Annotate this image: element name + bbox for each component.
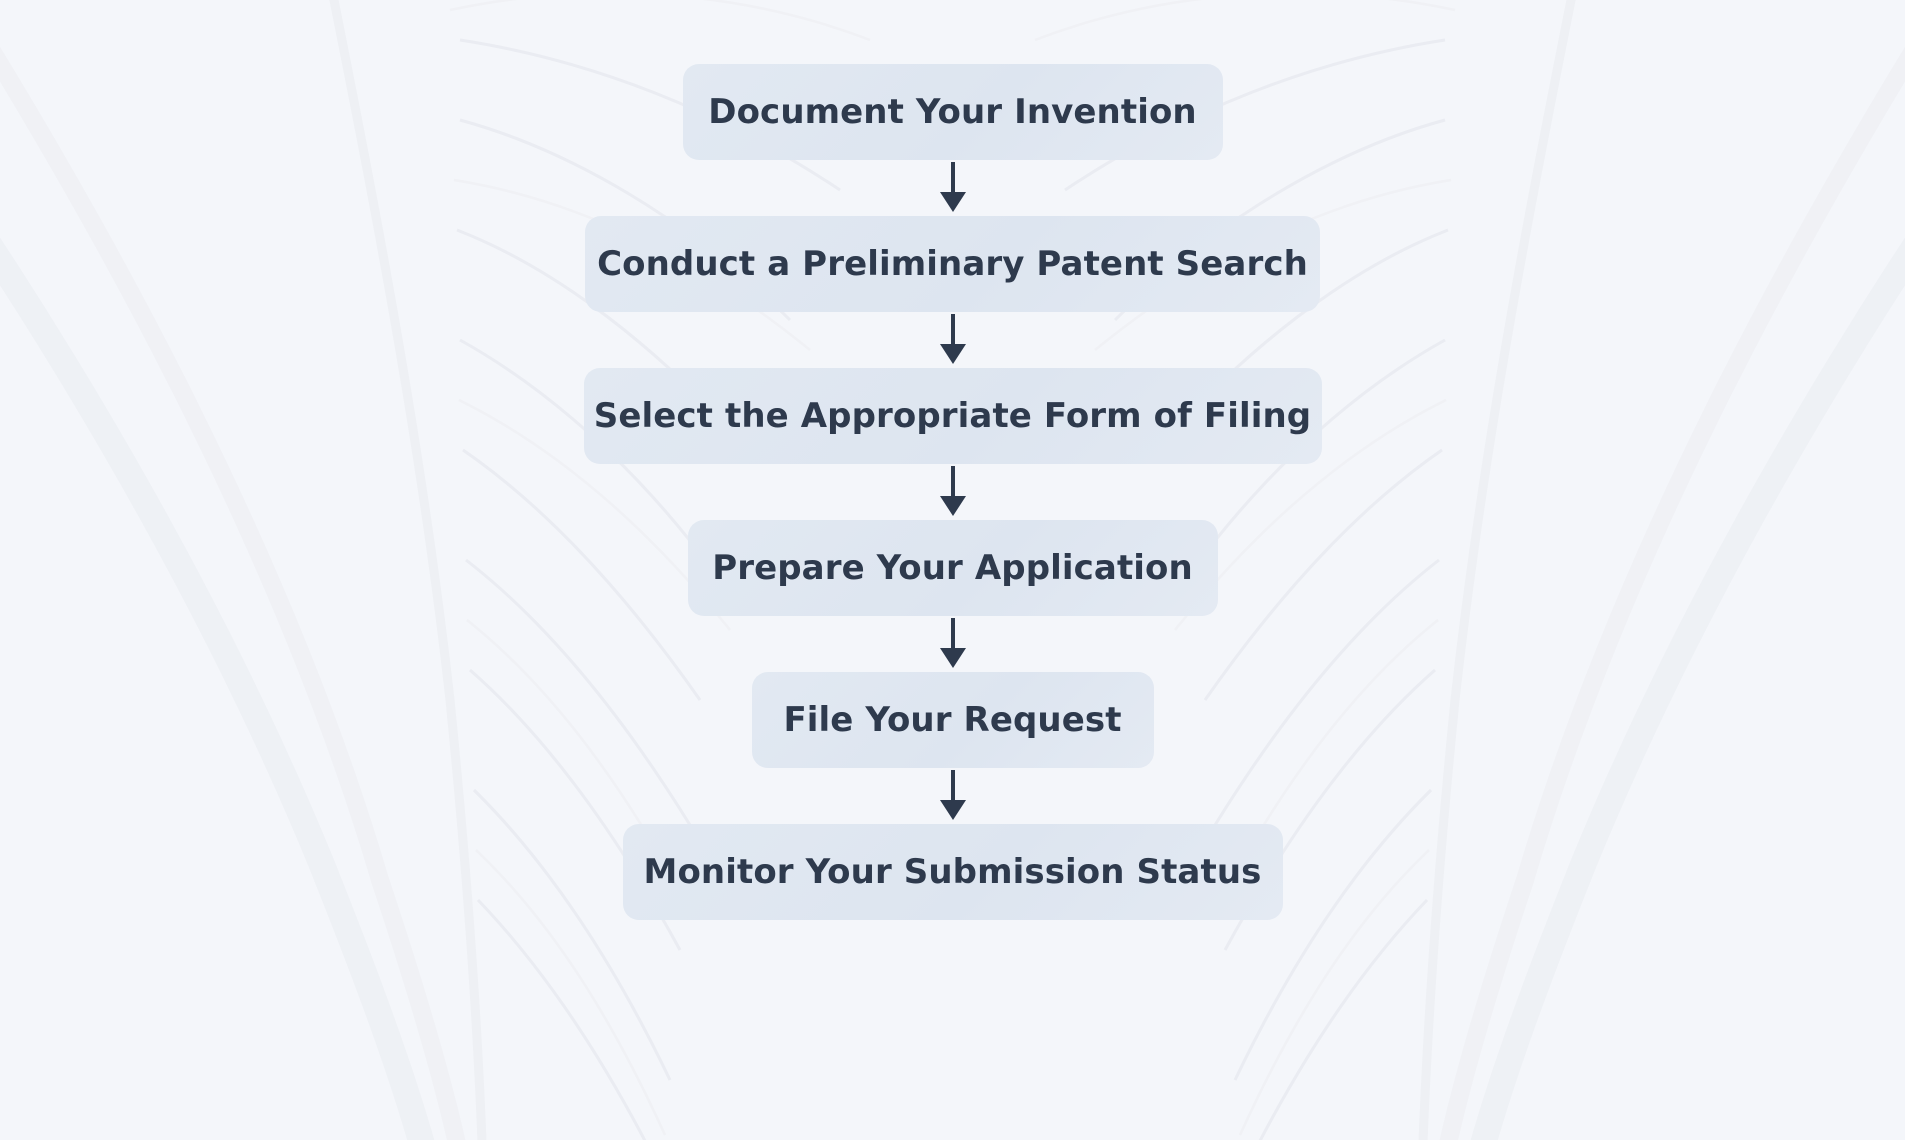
flow-node-6[interactable]: Monitor Your Submission Status — [622, 824, 1283, 920]
arrow-down-icon — [939, 466, 966, 516]
arrow-down-icon — [939, 162, 966, 212]
flow-node-5[interactable]: File Your Request — [751, 672, 1154, 768]
arrow-down-icon — [939, 770, 966, 820]
flow-connector-2 — [938, 312, 968, 368]
flow-connector-4 — [938, 616, 968, 672]
flow-node-2[interactable]: Conduct a Preliminary Patent Search — [585, 216, 1320, 312]
arrow-down-icon — [939, 618, 966, 668]
flow-node-1[interactable]: Document Your Invention — [682, 64, 1223, 160]
flow-connector-5 — [938, 768, 968, 824]
flow-connector-1 — [938, 160, 968, 216]
flow-node-3[interactable]: Select the Appropriate Form of Filing — [583, 368, 1322, 464]
arrow-down-icon — [939, 314, 966, 364]
flow-connector-3 — [938, 464, 968, 520]
flow-node-4[interactable]: Prepare Your Application — [687, 520, 1218, 616]
